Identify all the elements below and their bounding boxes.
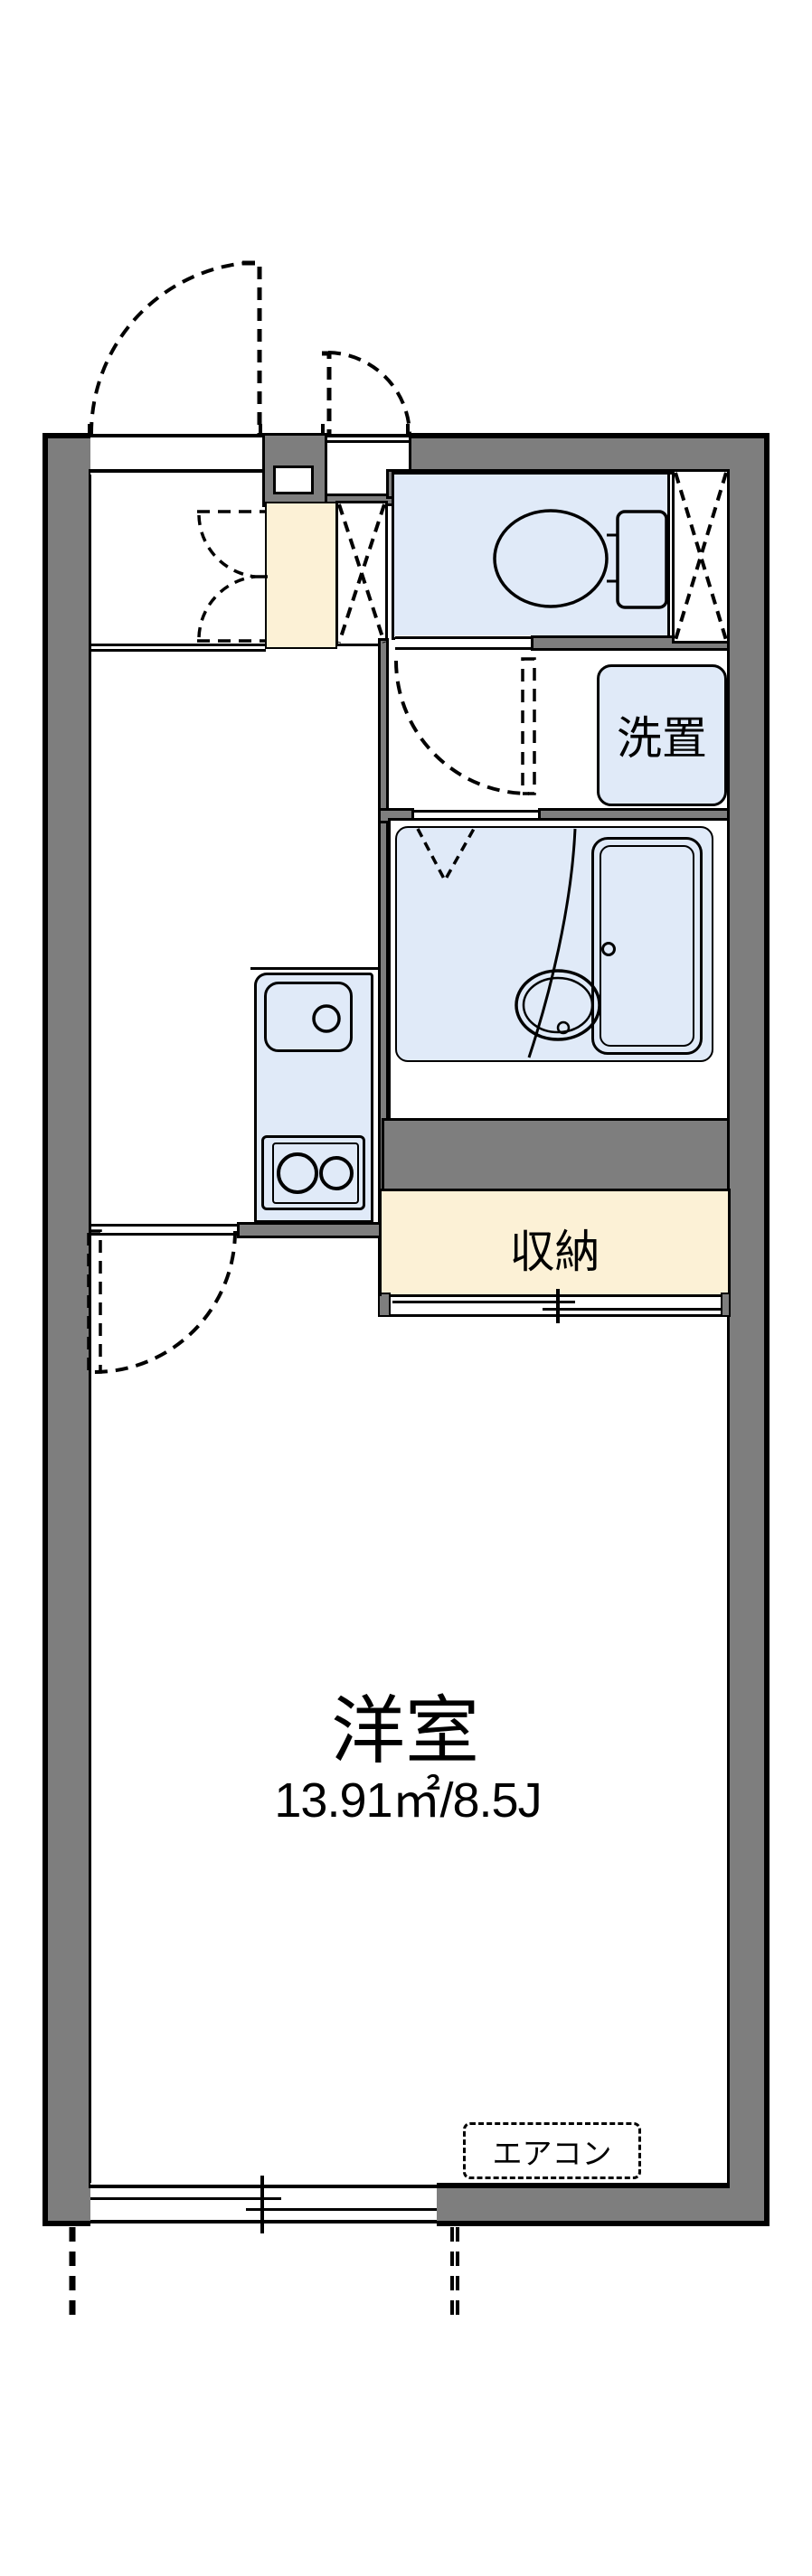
aircon-label: エアコン — [492, 2136, 612, 2170]
window-track — [246, 2208, 437, 2211]
entrance-threshold-inner — [90, 469, 262, 473]
genkan-edge — [89, 644, 266, 646]
storage-closet — [379, 1189, 731, 1297]
bath-doorway-line — [414, 810, 538, 813]
kitchen-stove — [261, 1135, 365, 1210]
room-name-label: 洋室 — [330, 1689, 479, 1772]
sliding-door-track — [543, 1308, 723, 1311]
sliding-door-track — [392, 1301, 575, 1303]
service-threshold-inner — [327, 440, 409, 443]
wall-left — [48, 438, 89, 2221]
frame-tick — [88, 424, 91, 436]
aircon-box: エアコン — [463, 2122, 641, 2179]
toilet-doorway-line — [395, 636, 531, 639]
room-doorway-line — [90, 1224, 237, 1227]
genkan-edge — [89, 649, 266, 652]
toilet-doorway-line — [395, 647, 531, 650]
washer-label: 洗置 — [617, 713, 707, 764]
wall-kitchen-bottom — [237, 1222, 382, 1238]
wall-bath-bottom — [382, 1118, 730, 1194]
storage-label: 収納 — [509, 1227, 600, 1277]
service-door-leaf — [322, 351, 332, 435]
service-jamb-right — [409, 436, 411, 495]
sliding-door-edge — [378, 1294, 731, 1297]
window-tick — [260, 2176, 264, 2233]
kitchen-sink — [264, 982, 353, 1052]
sliding-door-stub — [378, 1293, 391, 1317]
frame-tick — [406, 424, 410, 436]
entrance-opening — [90, 433, 262, 475]
kitchen-counter-edge — [250, 967, 378, 970]
pipe-space-left — [335, 501, 388, 646]
room-area-label: 13.91㎡/8.5J — [274, 1772, 542, 1828]
toilet-room — [392, 472, 670, 640]
sliding-door-tick — [556, 1289, 560, 1323]
room-corner-line — [378, 1238, 382, 1296]
sliding-door-edge — [378, 1314, 731, 1317]
room-doorway-line — [90, 1233, 237, 1236]
sliding-door-stub — [721, 1293, 731, 1317]
entrance-threshold-outer — [90, 434, 262, 437]
entrance-door-leaf — [242, 260, 262, 434]
washer-space — [597, 664, 727, 806]
toilet-doorway — [395, 635, 531, 651]
service-threshold-outer — [327, 434, 409, 437]
kitchen-stove-inner — [272, 1142, 359, 1204]
wall-right — [730, 438, 764, 2221]
entrance-step-box — [273, 465, 314, 494]
service-door-arc — [327, 351, 411, 436]
shoe-closet — [265, 502, 337, 649]
window-track — [90, 2197, 281, 2200]
entrance-door-arc — [89, 261, 247, 436]
bathtub-inner — [600, 845, 694, 1047]
pipe-space-right — [672, 469, 730, 644]
